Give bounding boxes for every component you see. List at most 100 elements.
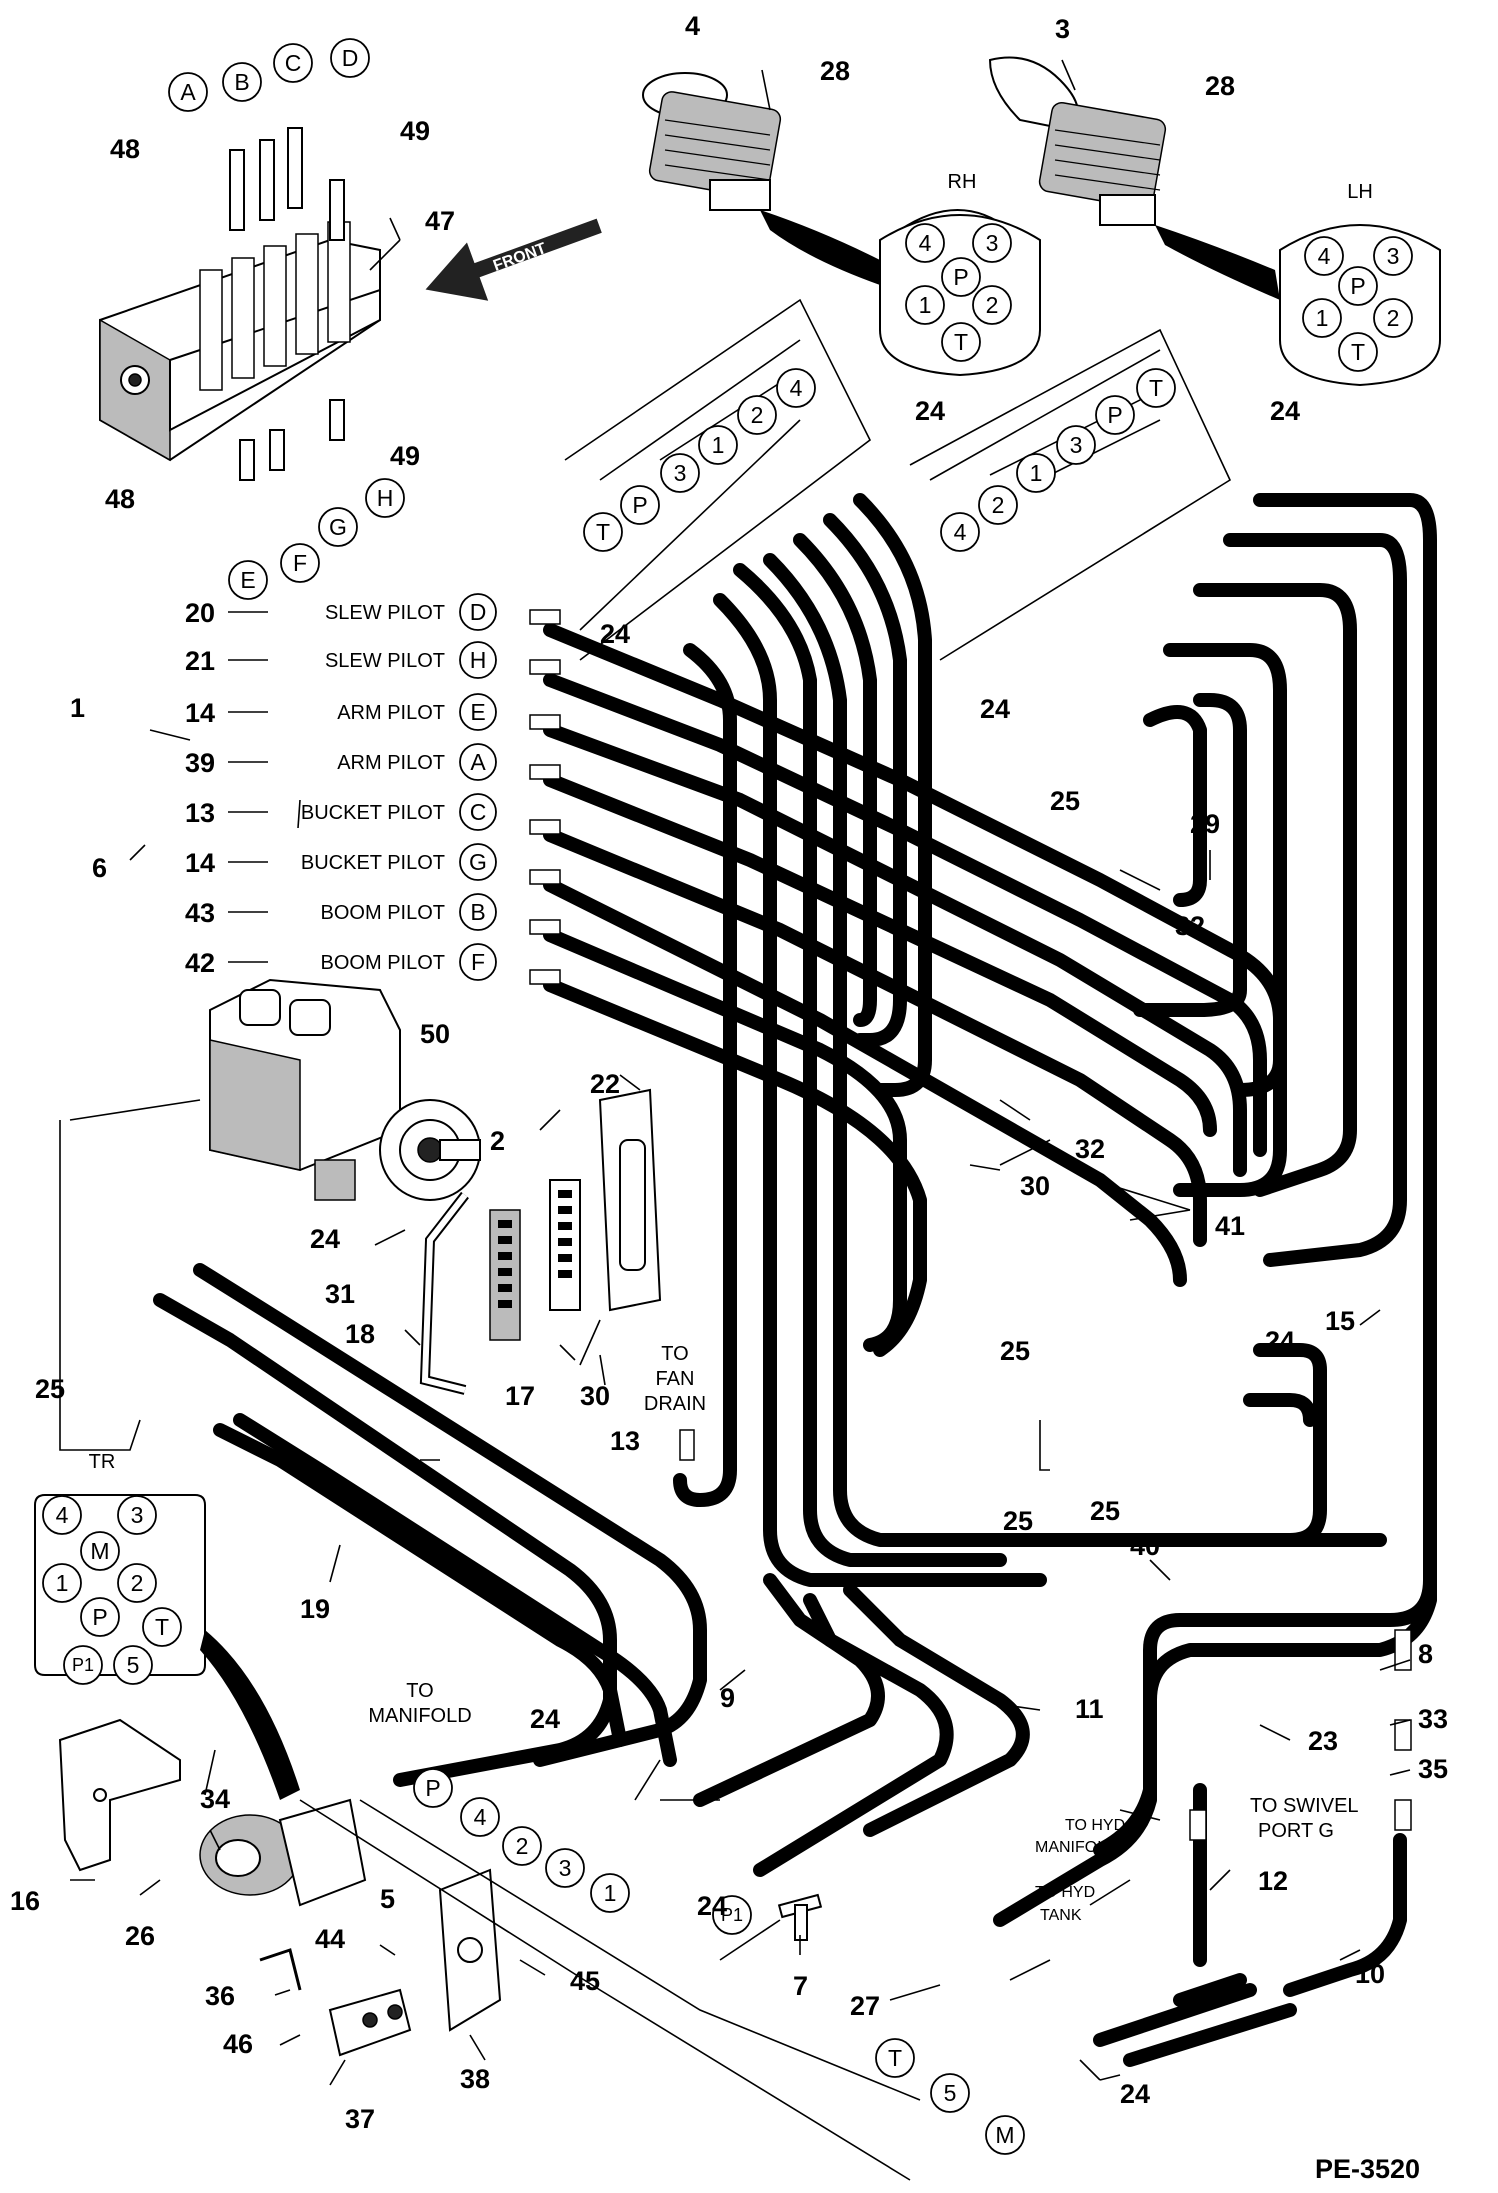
callout-1: 1 xyxy=(70,693,85,723)
port-circle-outline xyxy=(1136,368,1176,408)
port-circle-text: 3 xyxy=(1070,432,1083,458)
port-circle-outline xyxy=(1056,425,1096,465)
port-circle-p: P xyxy=(80,1597,120,1637)
port-circle-text: P xyxy=(1350,273,1365,299)
callout-47: 47 xyxy=(425,206,455,236)
hose-lh-2 xyxy=(1163,643,1287,1097)
port-circle-outline xyxy=(1373,298,1413,338)
hose-a xyxy=(543,773,1217,1137)
hose-c xyxy=(543,828,1207,1247)
port-circle-outline xyxy=(978,485,1018,525)
pilot-port-circle xyxy=(459,693,497,731)
port-circle-text: 1 xyxy=(56,1570,69,1596)
port-circle-three: 3 xyxy=(545,1848,585,1888)
callout-41: 41 xyxy=(1215,1211,1245,1241)
port-circle-text: G xyxy=(329,514,347,540)
hose-rh-3 xyxy=(733,563,1007,1567)
port-circle-outline xyxy=(42,1563,82,1603)
callout-24c: 24 xyxy=(600,619,630,649)
port-circle-p: P xyxy=(1338,266,1378,306)
port-circle-text: T xyxy=(1149,375,1163,401)
callout-2: 2 xyxy=(490,1126,505,1156)
port-circle-t: T xyxy=(941,322,981,362)
callout-18: 18 xyxy=(345,1319,375,1349)
port-circle-text: T xyxy=(1351,339,1365,365)
hose-rh-2 xyxy=(793,533,877,1027)
fan-drain-2: FAN xyxy=(656,1368,695,1390)
port-circle-two: 2 xyxy=(978,485,1018,525)
hose-10b xyxy=(1173,1973,1247,2007)
port-circle-outline xyxy=(776,368,816,408)
port-circle-outline xyxy=(590,1873,630,1913)
port-circle-text: P1 xyxy=(72,1655,94,1675)
port-circle-outline xyxy=(42,1495,82,1535)
joystick-lh-3 xyxy=(988,56,1280,300)
port-circle-text: 3 xyxy=(559,1855,572,1881)
port-circle-outline xyxy=(318,507,358,547)
port-circle-outline xyxy=(80,1531,120,1571)
pilot-line-text: ARM PILOT xyxy=(337,702,445,724)
pilot-line-text: BUCKET PILOT xyxy=(301,802,445,824)
pilot-line-number: 20 xyxy=(185,598,215,628)
port-circle-text: 4 xyxy=(474,1804,487,1830)
port-circle-one: 1 xyxy=(590,1873,630,1913)
hose-10c xyxy=(1093,1983,1257,2047)
port-circle-text: H xyxy=(377,485,394,511)
pilot-line-number: 42 xyxy=(185,948,215,978)
port-circle-outline xyxy=(330,38,370,78)
callout-16: 16 xyxy=(10,1886,40,1916)
port-circle-text: F xyxy=(293,550,307,576)
port-circle-a: A xyxy=(168,72,208,112)
port-circle-outline xyxy=(142,1607,182,1647)
port-circle-p1: P1 xyxy=(63,1645,103,1685)
joystick-rh-4 xyxy=(642,72,880,285)
callout-30a: 30 xyxy=(1020,1171,1050,1201)
port-circle-text: P xyxy=(632,492,647,518)
port-circle-four: 4 xyxy=(1304,236,1344,276)
port-circle-outline xyxy=(113,1645,153,1685)
port-circle-d: D xyxy=(330,38,370,78)
callout-11: 11 xyxy=(1075,1694,1104,1724)
port-circle-text: 3 xyxy=(1387,243,1400,269)
pilot-line-number: 13 xyxy=(185,798,215,828)
port-circle-outline xyxy=(545,1848,585,1888)
port-circle-outline xyxy=(1016,453,1056,493)
tr-label: TR xyxy=(89,1451,116,1473)
callout-numbers: 4 3 28 28 48 49 47 49 48 24 24 24 24 25 … xyxy=(10,11,1448,2134)
fittings xyxy=(529,609,1412,1841)
port-circle-outline xyxy=(502,1826,542,1866)
port-circle-text: P xyxy=(92,1604,107,1630)
to-hyd-tank-1: TO HYD xyxy=(1035,1884,1095,1901)
port-circle-outline xyxy=(660,453,700,493)
port-circle-t: T xyxy=(583,512,623,552)
port-circle-outline xyxy=(365,478,405,518)
pilot-port-letter: B xyxy=(470,899,485,925)
bracket-16 xyxy=(58,1718,181,1872)
port-circle-outline xyxy=(117,1563,157,1603)
port-circle-text: M xyxy=(90,1538,109,1564)
port-circle-text: 2 xyxy=(751,402,764,428)
callout-19: 19 xyxy=(300,1594,330,1624)
port-circle-p: P xyxy=(620,485,660,525)
fan-drain-3: DRAIN xyxy=(644,1393,706,1415)
pilot-line-text: ARM PILOT xyxy=(337,752,445,774)
pilot-port-letter: E xyxy=(470,699,485,725)
callout-37: 37 xyxy=(345,2104,375,2134)
hose-11b xyxy=(843,1583,1030,1837)
port-circle-text: E xyxy=(240,567,255,593)
callout-9: 9 xyxy=(720,1683,735,1713)
port-circle-outline xyxy=(1095,395,1135,435)
pilot-port-letter: G xyxy=(469,849,487,875)
callout-4: 4 xyxy=(685,11,700,41)
port-circle-text: 4 xyxy=(56,1502,69,1528)
bracket-18 xyxy=(419,1191,469,1395)
pilot-port-letter: H xyxy=(470,647,487,673)
port-circle-outline xyxy=(1373,236,1413,276)
pilot-line-text: SLEW PILOT xyxy=(325,602,445,624)
callout-26: 26 xyxy=(125,1921,155,1951)
to-swivel-1: TO SWIVEL xyxy=(1250,1795,1359,1817)
